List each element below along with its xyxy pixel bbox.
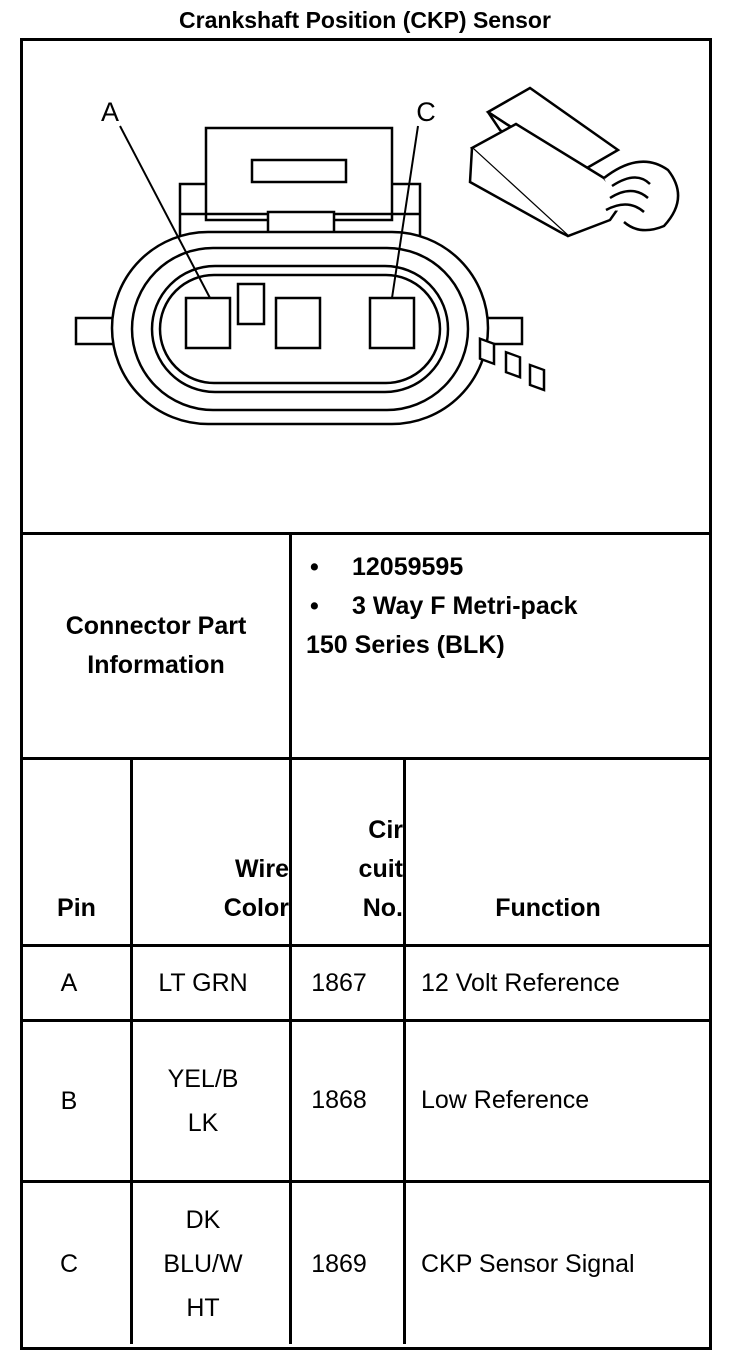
wire-color-b-line1: YEL/B <box>167 1065 239 1093</box>
connector-part-info-label-line2: Information <box>87 651 225 679</box>
header-pin-text: Pin <box>57 894 96 922</box>
wire-color-c-line1: DK <box>185 1205 221 1234</box>
function-a-value: 12 Volt Reference <box>421 969 620 997</box>
connector-part-info-label: Connector Part Information <box>23 535 289 757</box>
table-row-a-wire-color: LT GRN <box>133 947 273 1019</box>
divider-function-column <box>403 757 406 1344</box>
divider-row-b-bottom <box>20 1180 709 1183</box>
bullet-2: • <box>310 592 319 620</box>
wire-color-b-line2: LK <box>187 1109 219 1137</box>
header-circuit-number: Cir cuit No. <box>292 760 403 928</box>
header-circuit-line3: No. <box>362 894 403 922</box>
pin-label-c: C <box>416 97 436 127</box>
page-title: Crankshaft Position (CKP) Sensor <box>179 7 551 33</box>
part-number: 12059595 <box>352 553 464 581</box>
pin-a-value: A <box>60 969 78 997</box>
circuit-b-value: 1868 <box>311 1086 367 1114</box>
header-wire-color-line2: Color <box>223 894 289 922</box>
connector-type-line1: 3 Way F Metri-pack <box>352 592 578 620</box>
table-row-a-circuit: 1867 <box>292 947 386 1019</box>
pin-b-value: B <box>60 1087 78 1115</box>
divider-header-bottom <box>20 944 709 947</box>
pin-c-value: C <box>59 1249 79 1278</box>
connector-part-info-values: • 12059595 • 3 Way F Metri-pack 150 Seri… <box>306 548 702 665</box>
wire-color-a-line1: LT GRN <box>158 969 248 997</box>
table-row-c-pin: C <box>23 1183 115 1344</box>
divider-connector-column <box>289 532 292 1344</box>
divider-connector-bottom <box>20 757 709 760</box>
connector-type-line2: 150 Series (BLK) <box>306 631 505 659</box>
header-function: Function <box>406 760 690 928</box>
circuit-a-value: 1867 <box>311 969 367 997</box>
wire-color-c-line2: BLU/W <box>163 1249 243 1278</box>
pin-label-a: A <box>101 97 119 127</box>
header-circuit-line1: Cir <box>368 816 403 844</box>
connector-part-info-label-line1: Connector Part <box>65 612 247 640</box>
table-row-b-function: Low Reference <box>421 1022 701 1180</box>
table-row-a-function: 12 Volt Reference <box>421 947 701 1019</box>
part-number-row: • 12059595 <box>306 548 702 587</box>
connector-series-row: 150 Series (BLK) <box>306 626 702 665</box>
header-circuit-line2: cuit <box>358 855 403 883</box>
header-wire-color-line1: Wire <box>235 855 289 883</box>
bullet-1: • <box>310 553 319 581</box>
header-pin: Pin <box>23 760 130 928</box>
header-wire-color: Wire Color <box>133 760 289 928</box>
table-row-b-circuit: 1868 <box>292 1022 386 1180</box>
table-row-c-circuit: 1869 <box>292 1183 386 1344</box>
wire-color-c-line3: HT <box>186 1293 220 1322</box>
divider-diagram-bottom <box>20 532 709 535</box>
connector-table-frame <box>20 38 712 1350</box>
pin-callout-lines <box>119 125 419 299</box>
header-function-text: Function <box>495 894 601 922</box>
table-row-b-pin: B <box>23 1022 115 1180</box>
function-b-value: Low Reference <box>421 1086 590 1114</box>
table-row-b-wire-color: YEL/B LK <box>133 1022 273 1180</box>
connector-isometric-drawing <box>468 86 680 392</box>
table-row-c-function: CKP Sensor Signal <box>421 1183 701 1344</box>
divider-row-a-bottom <box>20 1019 709 1022</box>
connector-type-row: • 3 Way F Metri-pack <box>306 587 702 626</box>
connector-face-drawing <box>74 126 524 426</box>
function-c-value: CKP Sensor Signal <box>421 1249 635 1278</box>
circuit-c-value: 1869 <box>311 1249 367 1278</box>
table-row-a-pin: A <box>23 947 115 1019</box>
table-row-c-wire-color: DK BLU/W HT <box>133 1183 273 1344</box>
connector-diagram: A C <box>74 86 680 426</box>
divider-pin-column <box>130 757 133 1344</box>
